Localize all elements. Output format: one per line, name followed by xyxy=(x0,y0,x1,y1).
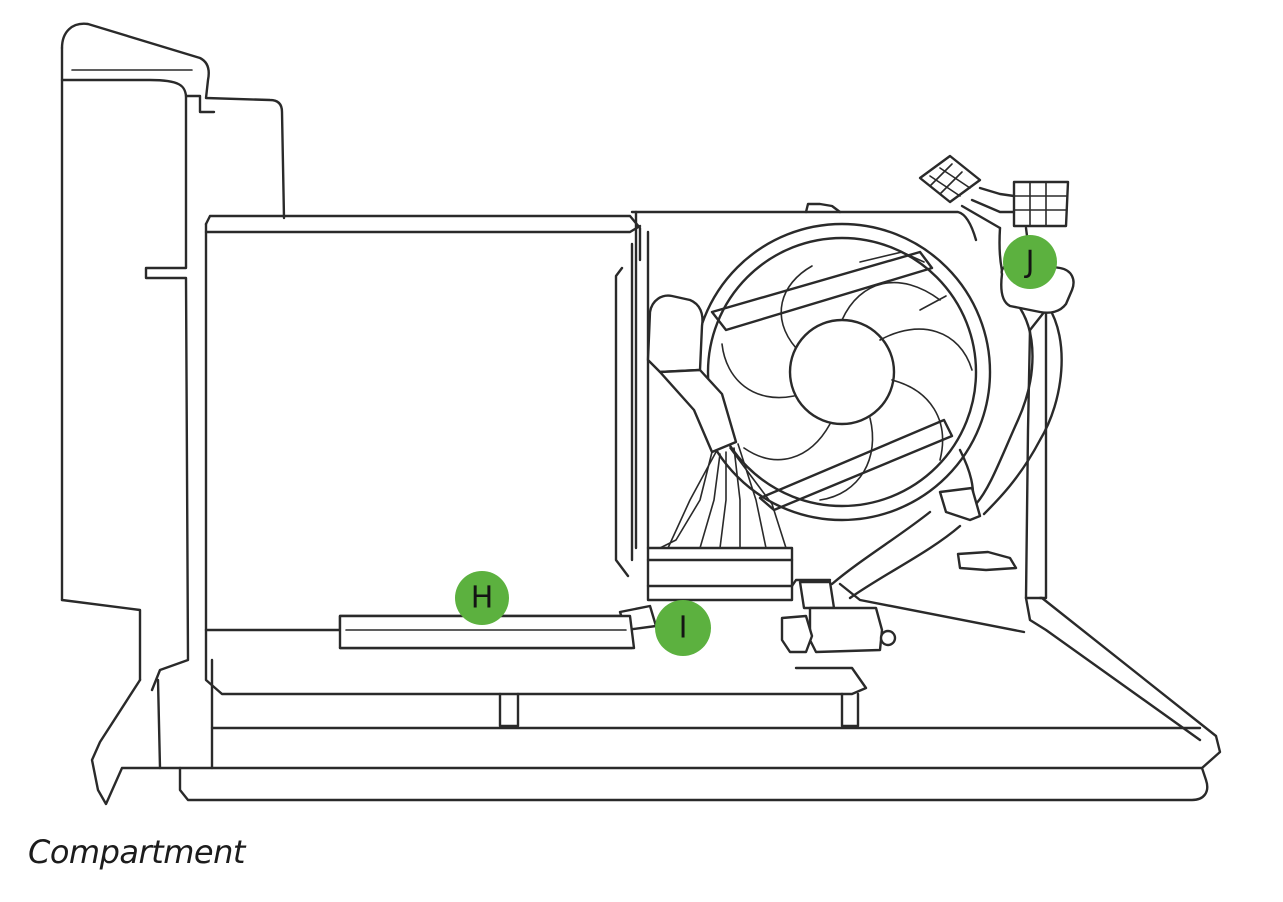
callout-i-label: I xyxy=(679,611,688,646)
callout-j-label: J xyxy=(1024,245,1035,280)
expansion-slot xyxy=(338,614,636,650)
wire-bundle-left xyxy=(646,294,787,549)
left-panel xyxy=(60,22,286,806)
callout-i: I xyxy=(655,600,711,656)
callout-j: J xyxy=(1003,235,1057,289)
rear-chassis-box xyxy=(204,214,642,632)
callout-h: H xyxy=(455,571,509,625)
callout-h-circle xyxy=(455,571,509,625)
fan-assembly xyxy=(630,202,1062,634)
panel-tab xyxy=(956,550,1018,572)
small-connectors xyxy=(618,580,897,654)
cable-loop-right xyxy=(830,154,1075,600)
callout-j-circle xyxy=(1003,235,1057,289)
power-connector-block xyxy=(646,546,832,602)
callout-i-circle xyxy=(655,600,711,656)
figure-caption: Compartment xyxy=(28,833,245,871)
callout-h-label: H xyxy=(471,581,494,616)
